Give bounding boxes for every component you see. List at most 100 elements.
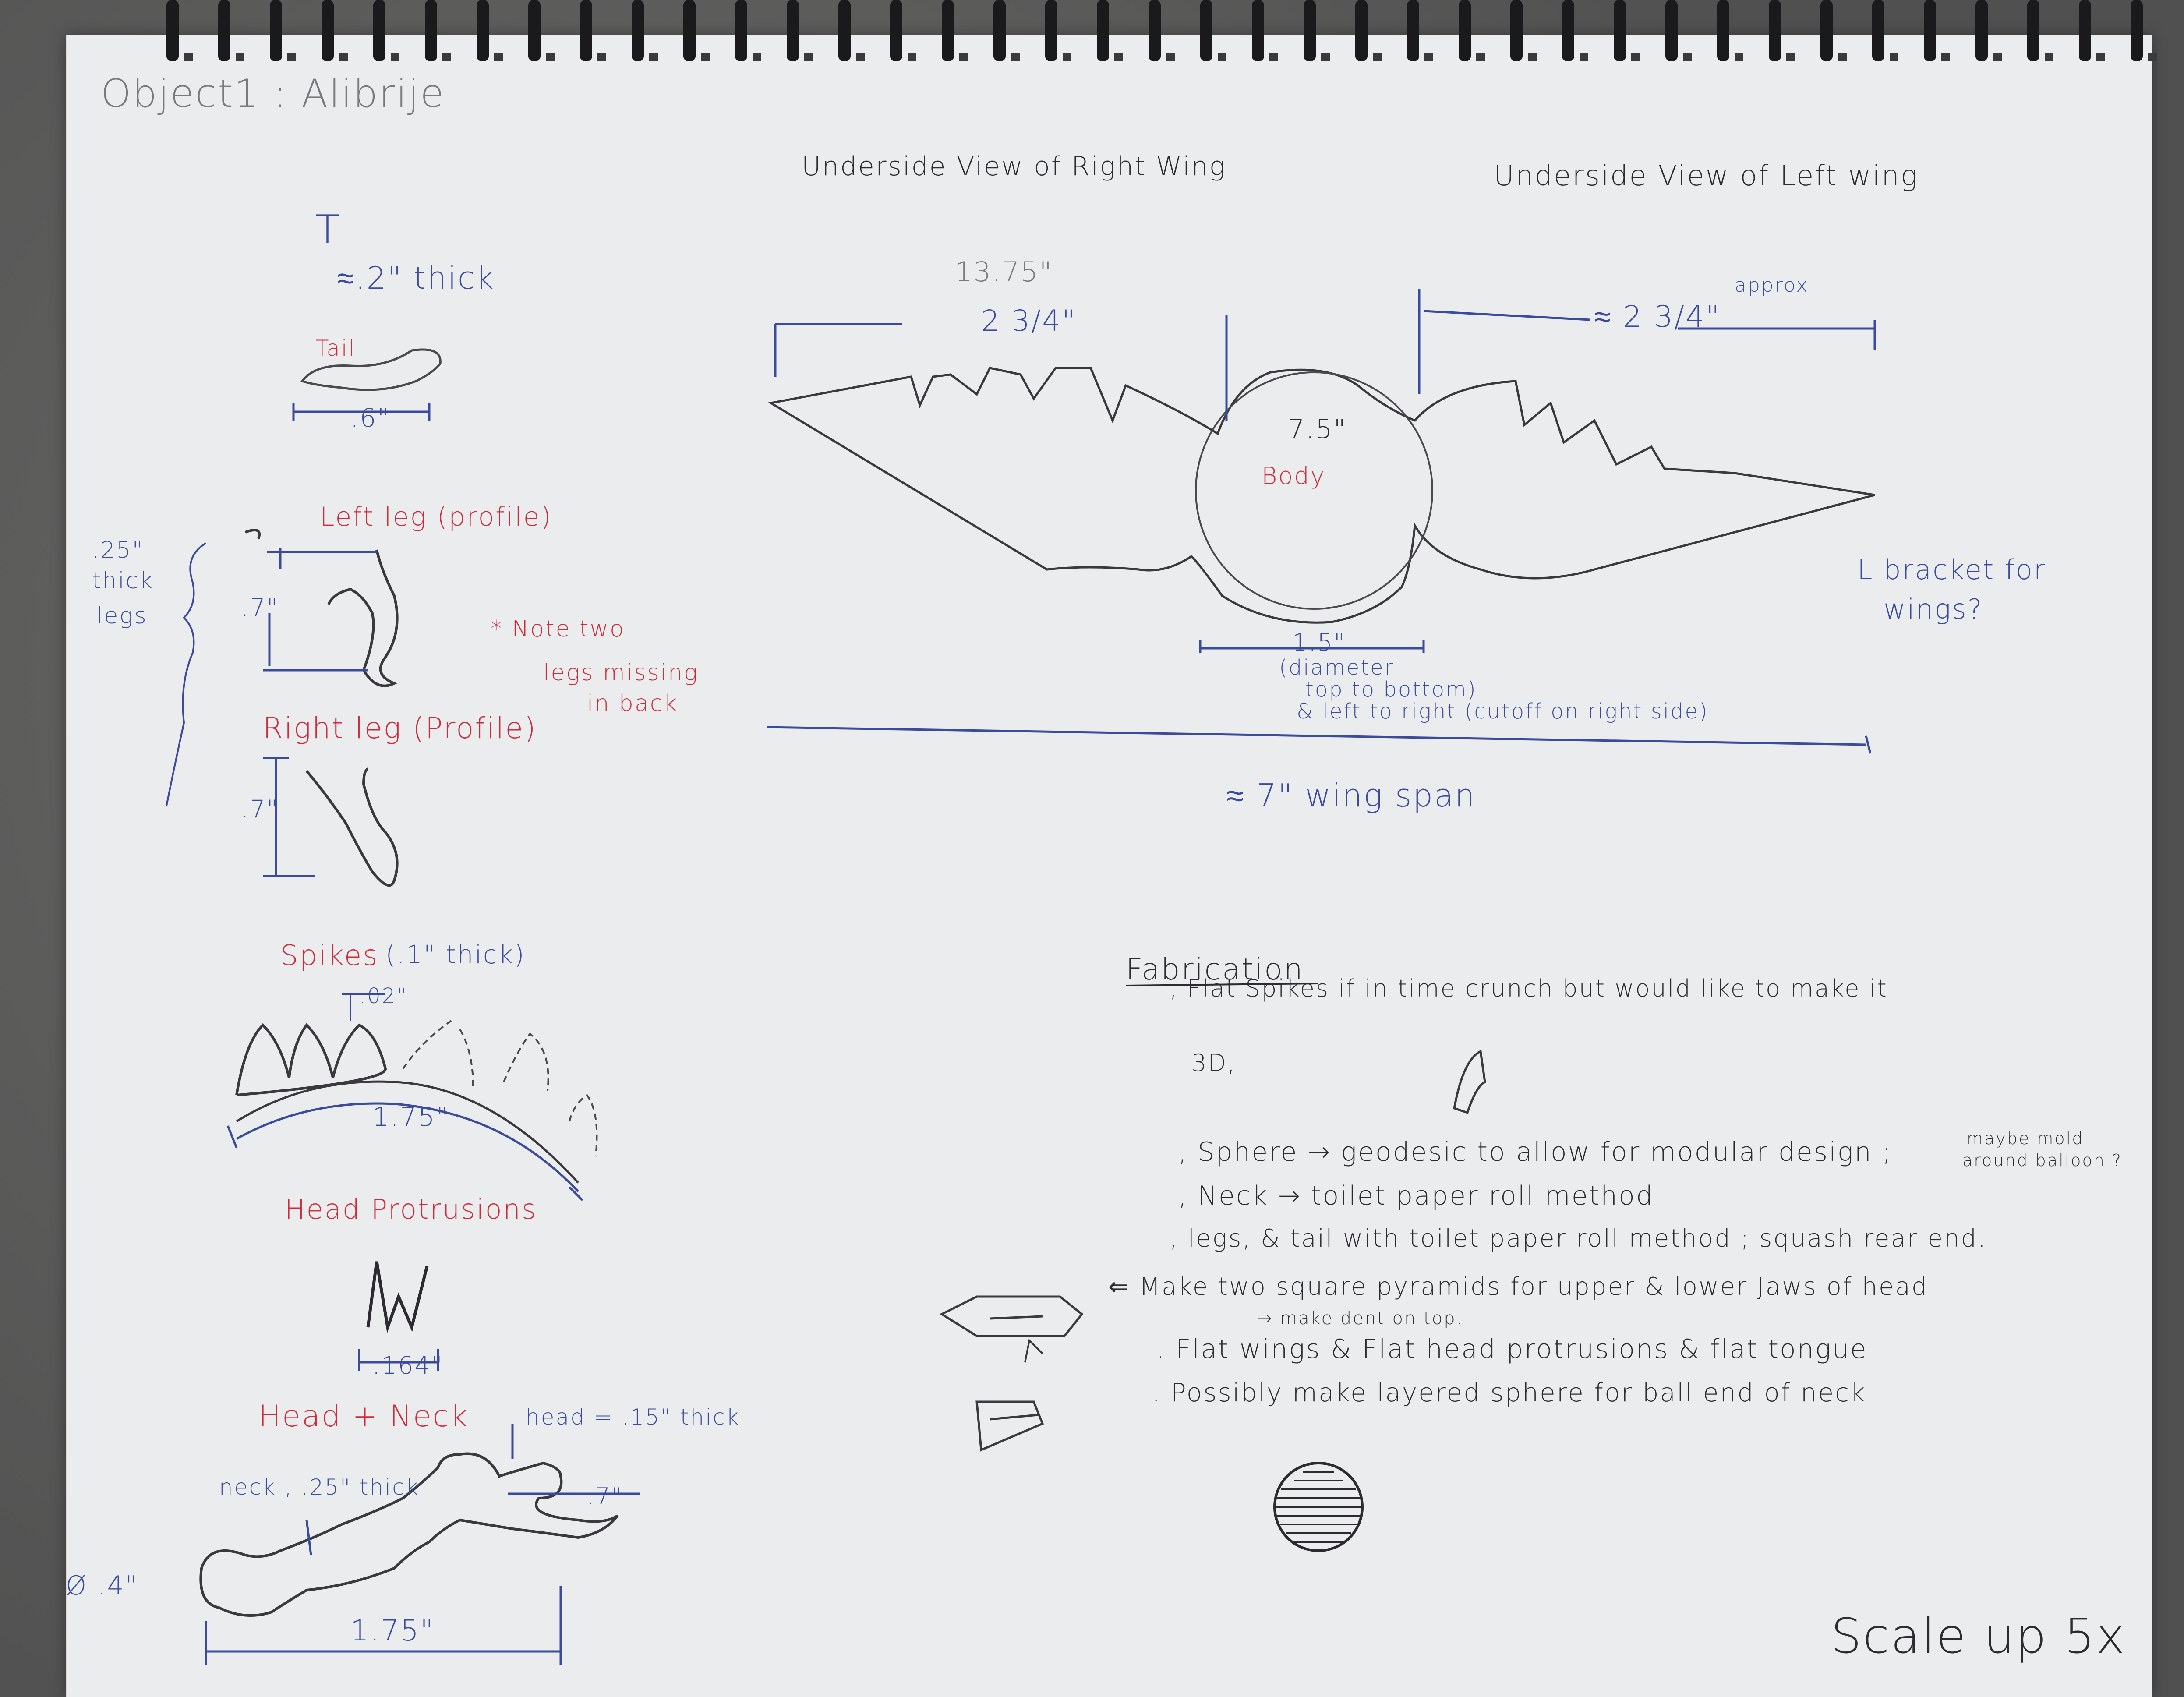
spiral-hole [1114,53,1123,61]
right-wing-title: Underside View of Right Wing [802,151,1226,182]
spiral-hole [494,53,503,61]
spiral-coil [942,0,954,61]
spiral-coil [1149,0,1161,61]
spiral-coil [890,0,902,61]
head-neck-label: Head + Neck [258,1399,469,1434]
right-leg-sketch [305,767,399,887]
spikes-dashed [402,1020,598,1157]
spiral-hole [1735,53,1743,61]
sphere-aside-2: around balloon ? [1962,1151,2123,1170]
diameter-note-3: & left to right (cutoff on right side) [1297,699,1709,724]
note-line-3: in back [587,690,679,717]
neck-length: 1.75" [350,1614,435,1648]
spiral-coil [2079,0,2091,61]
tail-marker: T [315,207,341,253]
sketchbook-page [66,35,2152,1697]
square-pyramid-sketch [939,1295,1084,1337]
note-line-2: legs missing [543,660,699,686]
arrow-up [1024,1338,1043,1363]
tail-label: Tail [315,336,356,361]
fabrication-item-5: ⇐ Make two square pyramids for upper & l… [1108,1273,1929,1301]
left-leg-sketch [244,529,399,687]
spiral-hole [184,53,193,61]
spikes-label: Spikes [280,940,379,972]
spiral-coil [2131,0,2143,61]
spiral-hole [1011,53,1020,61]
spikes-base-curve [236,1080,579,1184]
spiral-hole [287,53,296,61]
body-label: Body [1262,462,1326,490]
right-leg-dimension [263,757,315,877]
fabrication-item-6: . Flat wings & Flat head protrusions & f… [1156,1334,1868,1365]
spiral-hole [1631,53,1640,61]
body-circle [1195,371,1433,610]
spiral-coil [1407,0,1419,61]
head-protrusions-width: .164" [372,1351,444,1379]
spiral-hole [1838,53,1847,61]
right-wing-width: 2 3/4" [981,304,1077,338]
spiral-hole [2148,53,2157,61]
spiral-hole [1218,53,1226,61]
approx-note: approx [1735,274,1809,297]
tail-length: .6" [350,403,391,433]
head-protrusions-label: Head Protrusions [285,1193,537,1225]
neck-thickness: neck , .25" thick [219,1474,420,1500]
spiral-coil [373,0,385,61]
fabrication-item-1b: 3D, [1191,1049,1237,1077]
scale-note: Scale up 5x [1831,1608,2126,1664]
spiral-hole [546,53,555,61]
fabrication-item-1: , Flat Spikes if in time crunch but woul… [1170,975,1888,1002]
fabrication-item-7: . Possibly make layered sphere for ball … [1152,1378,1866,1407]
spiral-hole [1786,53,1795,61]
wing-dimension-lines [766,289,1876,754]
left-wing-title: Underside View of Left wing [1494,160,1919,192]
fabrication-item-2: , Sphere → geodesic to allow for modular… [1178,1137,1893,1167]
dent-note: → make dent on top. [1257,1308,1463,1329]
fabrication-underline [1125,983,1319,986]
spiral-hole [908,53,916,61]
spiral-hole [701,53,710,61]
spiral-hole [753,53,761,61]
spiral-hole [1683,53,1692,61]
head-neck-dims [205,1424,640,1665]
legs-thickness-2: thick [92,568,154,594]
spiral-coil [477,0,489,61]
spiral-hole [1476,53,1485,61]
spiral-hole [1580,53,1588,61]
spiral-coil [1665,0,1678,61]
bracket-note-2: wings? [1884,593,1983,625]
spikes-length: 1.75" [372,1102,450,1132]
left-wing-width: ≈ 2 3/4" [1594,300,1721,334]
spiral-coil [322,0,334,61]
spiral-hole [804,53,813,61]
spiral-coil [1097,0,1109,61]
tail-thickness: ≈.2" thick [337,260,495,296]
spiral-hole [649,53,658,61]
right-leg-height: .7" [241,795,279,823]
spiral-coil [1975,0,1988,61]
top-dimension: 13.75" [955,256,1053,288]
spiral-hole [1373,53,1382,61]
pyramid-prism-sketch [975,1400,1044,1452]
spiral-coil [1355,0,1368,61]
spiral-coil [1510,0,1523,61]
spiral-coil [1820,0,1833,61]
body-diameter: 7.5" [1288,414,1347,445]
spiral-coil [270,0,282,61]
diameter-note-1: (diameter [1279,655,1395,680]
spiral-hole [1321,53,1330,61]
spiral-hole [1424,53,1433,61]
bracket-note-1: L bracket for [1857,554,2046,586]
spiral-coil [1614,0,1626,61]
spiral-hole [1941,53,1950,61]
spiral-coil [683,0,696,61]
spiral-hole [236,53,244,61]
legs-thickness-1: .25" [92,537,144,563]
wing-body-outline [768,367,1875,624]
spiral-hole [1063,53,1071,61]
spikes-sketch [235,1023,387,1096]
sphere-aside-1: maybe mold [1967,1129,2084,1148]
note-line-1: * Note two [491,616,625,642]
legs-thickness-3: legs [96,603,148,629]
spiral-hole [2045,53,2053,61]
